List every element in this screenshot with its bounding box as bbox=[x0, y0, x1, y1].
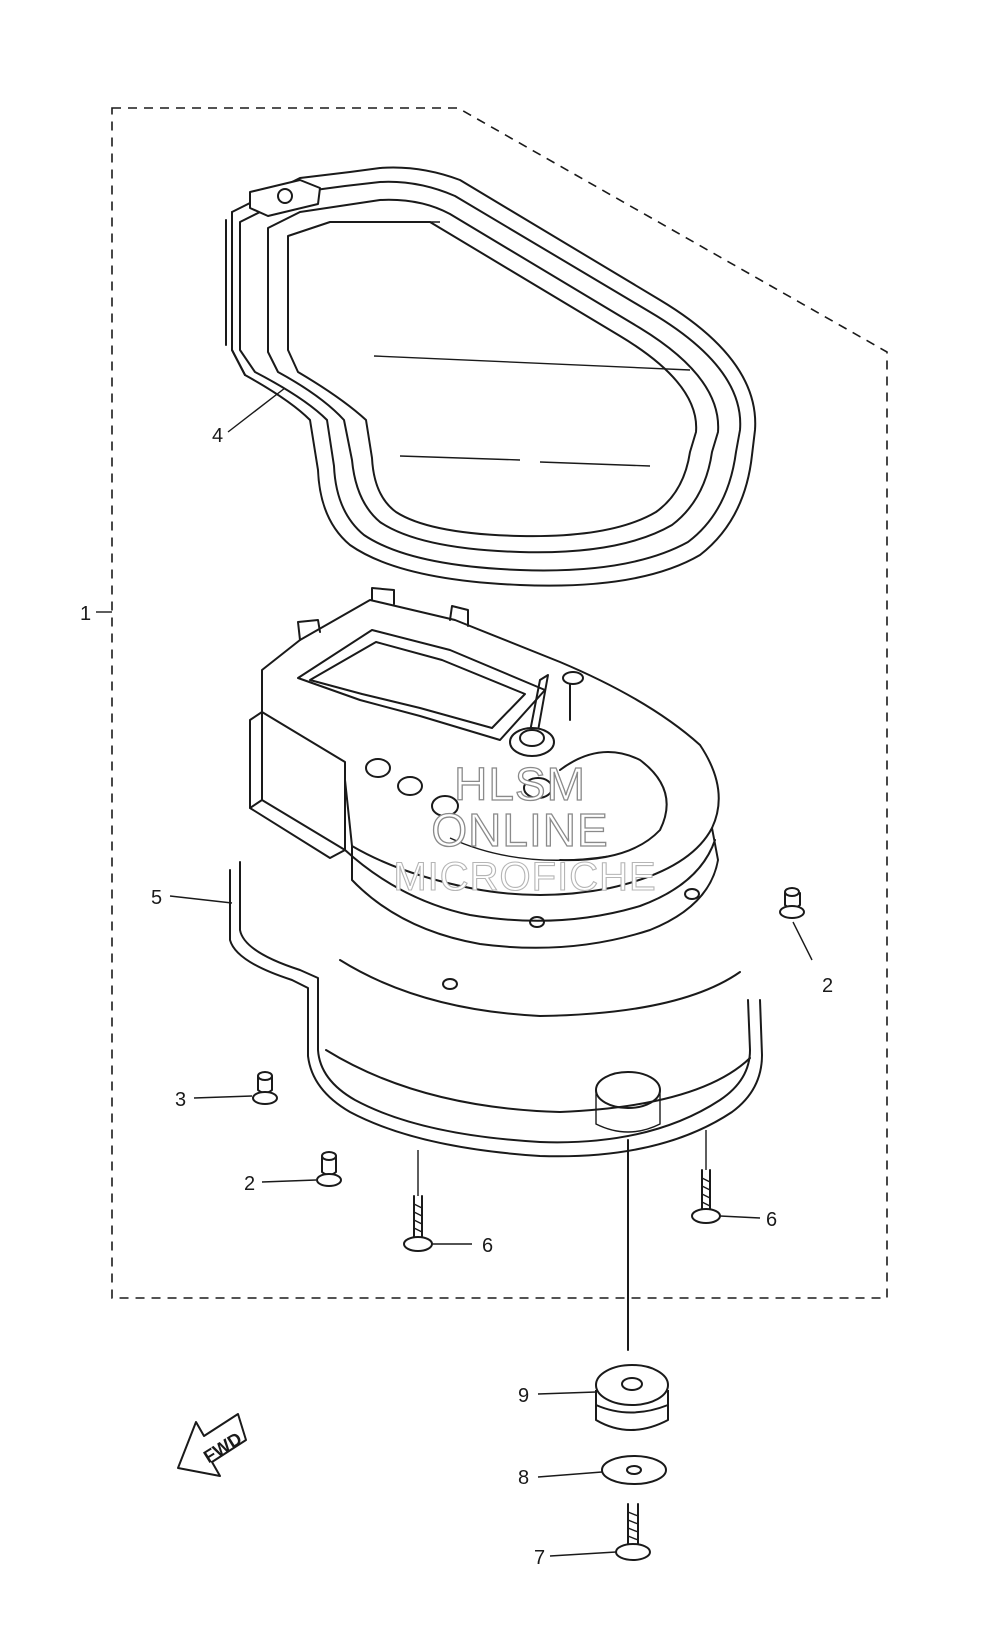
watermark-line-2: ONLINE bbox=[431, 804, 608, 856]
watermark-line-3: MICROFICHE bbox=[393, 855, 656, 899]
callout-1: 1 bbox=[80, 603, 91, 625]
callout-leaders bbox=[96, 387, 813, 1557]
part-screw-right bbox=[691, 1169, 721, 1224]
part-screw-bottom bbox=[615, 1503, 651, 1561]
callout-5: 5 bbox=[151, 887, 162, 909]
callout-3: 3 bbox=[175, 1089, 186, 1111]
watermark: HLSM ONLINE MICROFICHE bbox=[393, 757, 656, 899]
assembly-boundary bbox=[111, 107, 888, 1299]
part-grommet-right bbox=[779, 887, 805, 919]
callout-9: 9 bbox=[518, 1385, 529, 1407]
callout-6-left: 6 bbox=[482, 1235, 493, 1257]
part-washer bbox=[601, 1455, 667, 1485]
watermark-line-1: HLSM bbox=[454, 758, 586, 810]
fwd-arrow-badge: FWD bbox=[177, 1413, 247, 1477]
callout-8: 8 bbox=[518, 1467, 529, 1489]
callout-7: 7 bbox=[534, 1547, 545, 1569]
part-grommet-left bbox=[252, 1071, 278, 1105]
part-damper bbox=[595, 1364, 669, 1431]
part-meter-cover bbox=[225, 166, 757, 587]
callout-2-lower: 2 bbox=[244, 1173, 255, 1195]
callout-4: 4 bbox=[212, 425, 223, 447]
part-grommet-lower bbox=[316, 1151, 342, 1187]
callout-2-right: 2 bbox=[822, 975, 833, 997]
callout-6-right: 6 bbox=[766, 1209, 777, 1231]
part-screw-left bbox=[403, 1195, 433, 1252]
part-meter-assembly bbox=[229, 587, 763, 1158]
